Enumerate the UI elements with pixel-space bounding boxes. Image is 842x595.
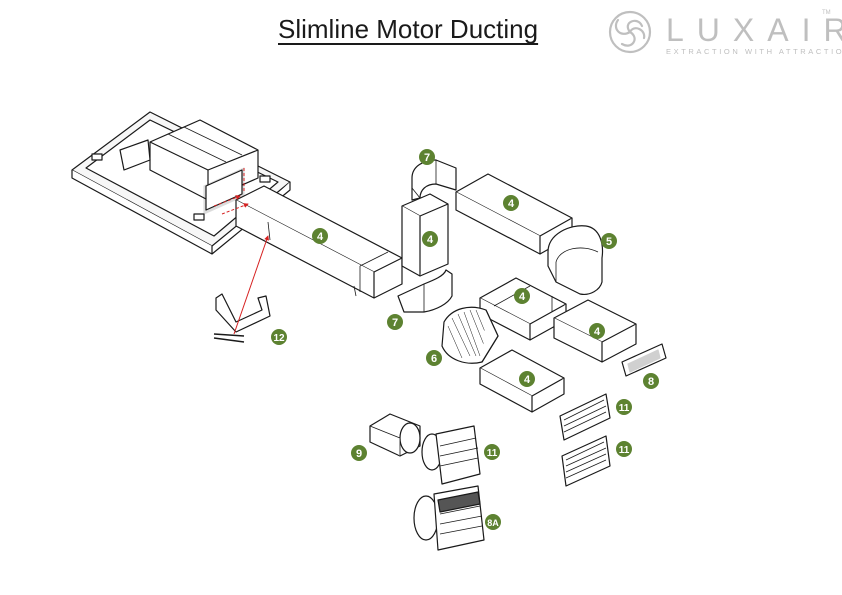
svg-text:11: 11 bbox=[619, 445, 630, 456]
badge-wall-vent-rect-2: 11 bbox=[616, 441, 632, 457]
svg-text:4: 4 bbox=[508, 198, 515, 210]
svg-text:4: 4 bbox=[594, 326, 601, 338]
badge-straight-duct-right: 4 bbox=[503, 195, 519, 211]
airflow-guides bbox=[213, 168, 269, 335]
svg-text:7: 7 bbox=[392, 317, 398, 329]
badge-louvre-vent-round: 11 bbox=[484, 444, 500, 460]
flexible-duct bbox=[441, 306, 499, 364]
page-title: Slimline Motor Ducting bbox=[278, 14, 539, 44]
badge-straight-duct-main: 4 bbox=[312, 228, 328, 244]
svg-text:9: 9 bbox=[356, 448, 362, 460]
duct-end bbox=[621, 343, 667, 377]
badge-duct-end: 8 bbox=[643, 373, 659, 389]
svg-text:5: 5 bbox=[606, 236, 612, 248]
badge-bend-90: 5 bbox=[601, 233, 617, 249]
svg-text:11: 11 bbox=[619, 403, 630, 414]
round-adaptor bbox=[369, 413, 421, 457]
badge-straight-duct-mid: 4 bbox=[589, 323, 605, 339]
elbow-top bbox=[411, 159, 457, 201]
badge-wall-vent-rect-1: 11 bbox=[616, 399, 632, 415]
elbow-bottom bbox=[397, 269, 453, 313]
straight-duct-mid bbox=[553, 299, 637, 363]
badge-straight-duct-bottom: 4 bbox=[519, 371, 535, 387]
badge-round-adaptor: 9 bbox=[351, 445, 367, 461]
svg-text:4: 4 bbox=[427, 234, 434, 246]
svg-text:12: 12 bbox=[273, 333, 285, 344]
svg-text:4: 4 bbox=[524, 374, 531, 386]
louvre-vent-round bbox=[421, 425, 481, 485]
louvre-vent-large bbox=[413, 485, 485, 551]
brand-logo: LUXAIR TM EXTRACTION WITH ATTRACTION bbox=[604, 8, 842, 56]
badge-elbow-top: 7 bbox=[419, 149, 435, 165]
brand-name: LUXAIR bbox=[666, 12, 842, 48]
swirl-logo-icon bbox=[608, 10, 652, 54]
wall-vent-rect-2 bbox=[561, 435, 611, 487]
bend-90 bbox=[547, 225, 604, 295]
vertical-duct bbox=[401, 193, 449, 277]
svg-text:11: 11 bbox=[487, 448, 498, 459]
brand-trademark: TM bbox=[822, 10, 831, 16]
svg-text:7: 7 bbox=[424, 152, 430, 164]
badge-louvre-vent-large: 8A bbox=[485, 514, 501, 530]
badge-flexible-duct: 6 bbox=[426, 350, 442, 366]
badge-mounting-bracket: 12 bbox=[271, 329, 287, 345]
svg-text:8: 8 bbox=[648, 376, 654, 388]
part-badges: 4 7 4 7 4 5 4 6 4 4 8 11 11 9 11 8A 12 bbox=[271, 149, 659, 530]
svg-text:8A: 8A bbox=[487, 518, 499, 528]
svg-text:4: 4 bbox=[519, 291, 526, 303]
badge-duct-connector: 4 bbox=[514, 288, 530, 304]
mounting-bracket bbox=[213, 293, 271, 343]
wall-vent-rect-1 bbox=[559, 393, 611, 441]
svg-text:6: 6 bbox=[431, 353, 437, 365]
badge-vertical-duct: 4 bbox=[422, 231, 438, 247]
svg-text:4: 4 bbox=[317, 231, 324, 243]
brand-tagline: EXTRACTION WITH ATTRACTION bbox=[666, 47, 842, 56]
badge-elbow-bottom: 7 bbox=[387, 314, 403, 330]
